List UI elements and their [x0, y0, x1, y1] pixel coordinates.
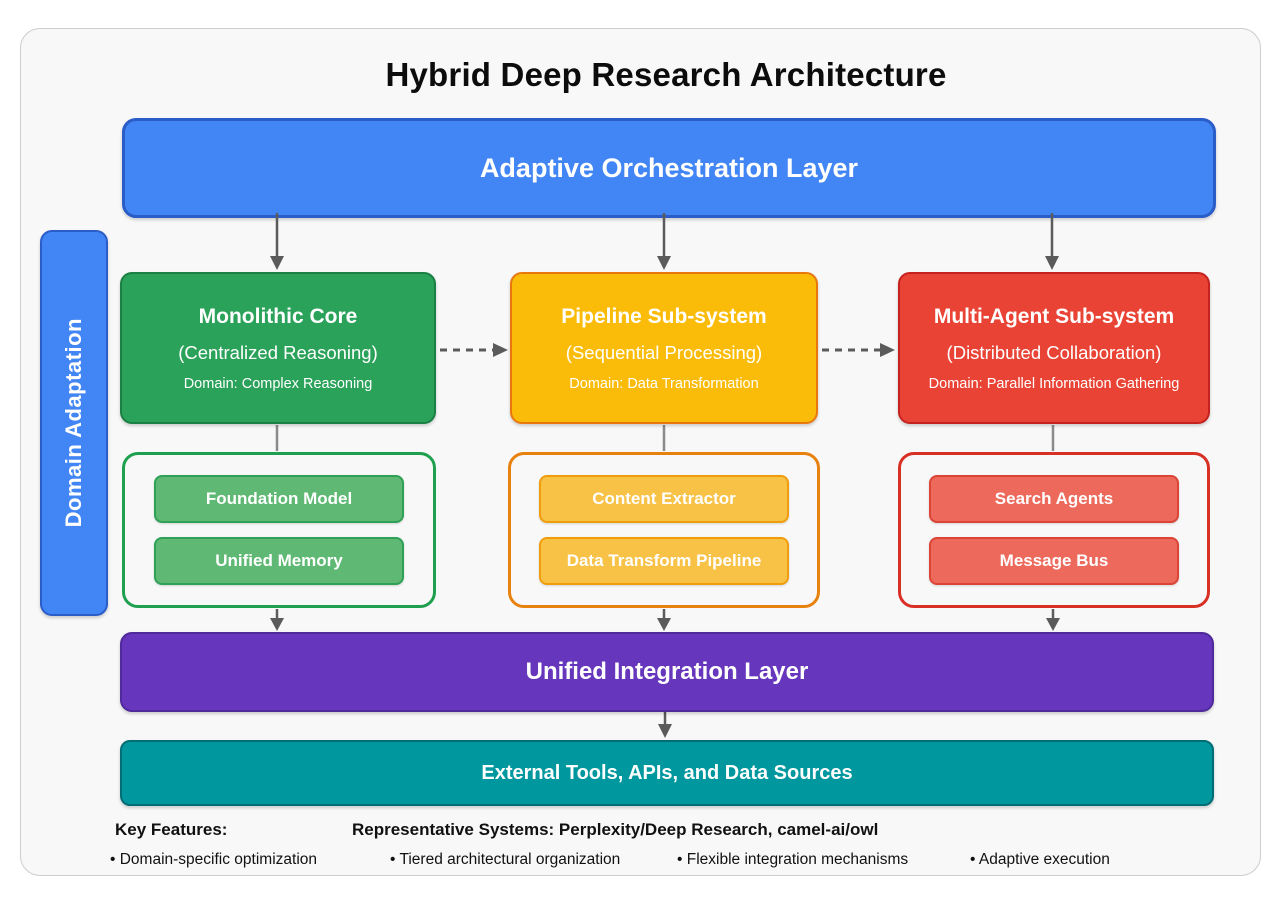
component-data-transform-pipeline: Data Transform Pipeline [539, 537, 789, 585]
unified-integration-layer: Unified Integration Layer [120, 632, 1214, 712]
feature-bullet: • Tiered architectural organization [390, 851, 621, 868]
feature-bullet: • Flexible integration mechanisms [677, 851, 909, 868]
external-tools-layer-label: External Tools, APIs, and Data Sources [481, 761, 853, 784]
subsystem-subtitle: (Sequential Processing) [565, 341, 763, 363]
component-search-agents: Search Agents [929, 475, 1179, 523]
representative-systems-label: Representative Systems: Perplexity/Deep … [352, 820, 879, 839]
component-unified-memory: Unified Memory [154, 537, 404, 585]
component-label: Foundation Model [205, 489, 353, 508]
subsystem-multi-agent: Multi-Agent Sub-system (Distributed Coll… [898, 272, 1210, 424]
subsystem-domain: Domain: Complex Reasoning [183, 375, 373, 392]
component-label: Data Transform Pipeline [566, 551, 762, 570]
domain-adaptation-box: Domain Adaptation [40, 230, 108, 616]
feature-bullet: • Domain-specific optimization [110, 851, 318, 868]
component-label: Unified Memory [215, 551, 343, 570]
component-label: Message Bus [999, 551, 1109, 570]
component-group-multi-agent: Search Agents Message Bus [898, 452, 1210, 608]
external-tools-layer: External Tools, APIs, and Data Sources [120, 740, 1214, 806]
subsystem-subtitle: (Distributed Collaboration) [946, 341, 1162, 363]
key-features-label: Key Features: [115, 820, 228, 839]
feature-bullet: • Adaptive execution [970, 851, 1110, 868]
subsystem-title: Monolithic Core [198, 304, 358, 328]
component-group-pipeline: Content Extractor Data Transform Pipelin… [508, 452, 820, 608]
subsystem-subtitle: (Centralized Reasoning) [178, 341, 378, 363]
adaptive-orchestration-layer: Adaptive Orchestration Layer [122, 118, 1216, 218]
page-title: Hybrid Deep Research Architecture [385, 56, 947, 93]
subsystem-domain: Domain: Data Transformation [569, 375, 759, 392]
component-label: Content Extractor [592, 489, 736, 508]
subsystem-title: Pipeline Sub-system [561, 304, 767, 328]
adaptive-orchestration-layer-label: Adaptive Orchestration Layer [479, 152, 859, 183]
subsystem-pipeline: Pipeline Sub-system (Sequential Processi… [510, 272, 818, 424]
component-label: Search Agents [994, 489, 1114, 508]
component-foundation-model: Foundation Model [154, 475, 404, 523]
subsystem-domain: Domain: Parallel Information Gathering [928, 375, 1180, 392]
component-content-extractor: Content Extractor [539, 475, 789, 523]
component-message-bus: Message Bus [929, 537, 1179, 585]
subsystem-monolithic-core: Monolithic Core (Centralized Reasoning) … [120, 272, 436, 424]
component-group-monolithic: Foundation Model Unified Memory [122, 452, 436, 608]
subsystem-title: Multi-Agent Sub-system [933, 304, 1175, 328]
domain-adaptation-label: Domain Adaptation [61, 318, 86, 528]
unified-integration-layer-label: Unified Integration Layer [525, 658, 809, 685]
